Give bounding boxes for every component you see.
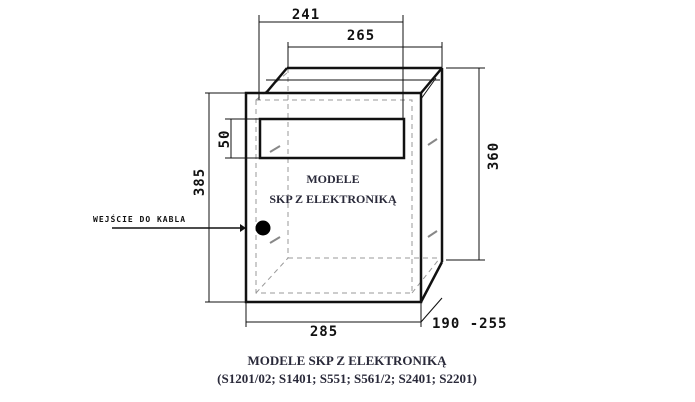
dim-depth: 190 -255	[432, 316, 507, 332]
center-label-2: SKP Z ELEKTRONIKĄ	[269, 192, 397, 206]
dim-50: 50	[217, 130, 233, 149]
dimension-lines	[205, 15, 485, 327]
caption-models: (S1201/02; S1401; S551; S561/2; S2401; S…	[217, 371, 477, 386]
dim-360: 360	[486, 142, 502, 170]
dim-285: 285	[310, 324, 338, 340]
caption-title: MODELE SKP Z ELEKTRONIKĄ	[247, 353, 447, 368]
cable-entry-label: WEJŚCIE DO KABLA	[93, 213, 186, 224]
cable-hole	[255, 220, 271, 236]
hinge-marks	[269, 138, 438, 244]
front-panel	[244, 91, 423, 304]
box-outline	[244, 66, 444, 304]
dim-385: 385	[192, 168, 208, 196]
arrow-head-icon	[240, 224, 246, 232]
dim-265: 265	[347, 28, 375, 44]
letter-slot	[258, 117, 406, 160]
center-label-1: MODELE	[306, 172, 359, 186]
dim-241: 241	[292, 7, 320, 23]
